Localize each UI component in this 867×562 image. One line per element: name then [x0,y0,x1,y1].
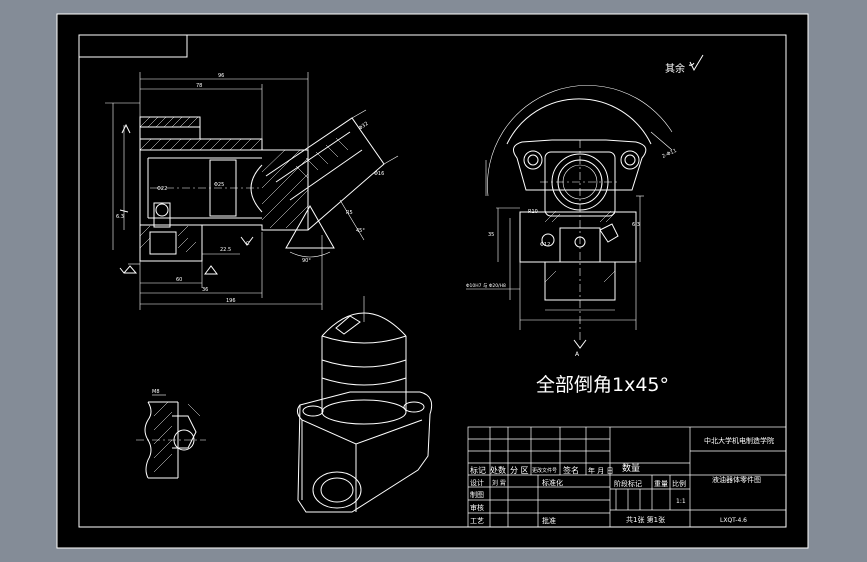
tb-drawing-no: LXQT-4.6 [720,517,747,524]
hole-note: Φ10H7 与 Φ20/H8 [466,282,506,289]
svg-text:45°: 45° [356,228,365,234]
dim-bottom-total: 196 [226,298,236,304]
svg-text:35: 35 [488,232,494,238]
tb-university: 中北大学机电制造学院 [704,436,774,445]
corner-label-box [78,34,188,58]
tb-part-name: 液油器体零件图 [712,475,761,484]
roughness-symbol-icon [688,54,704,72]
tb-scale-value: 1:1 [676,498,686,505]
svg-text:R5: R5 [346,210,353,216]
tb-design: 设计 [470,478,484,487]
tb-row-date: 年 月 日 [588,466,613,475]
tb-approve: 批准 [542,516,556,525]
dim-lower-a: 60 [176,277,182,283]
tb-sheet: 共1张 第1张 [626,515,665,524]
drawing-sheet [57,14,808,548]
svg-text:6.3: 6.3 [632,222,640,228]
dim-lower-b: 36 [202,287,208,293]
roughness-note: 其余 [665,54,704,75]
svg-text:Φ22: Φ22 [157,186,167,192]
hole-label: 2-Φ11 [661,148,677,160]
title-block: 标记 处数 分 区 更改文件号 签名 年 月 日 设计 刘 霄 标准化 制图 审… [467,426,787,528]
view-label-a: A [575,351,580,358]
dim-inner-width: 78 [196,83,202,89]
svg-text:Φ12: Φ12 [540,242,550,248]
svg-text:6.3: 6.3 [116,214,124,220]
svg-text:Φ16: Φ16 [374,171,384,177]
tb-stage-mark: 阶段标记 [614,479,642,488]
isometric-view [296,296,433,513]
right-top-view: 2-Φ11 [466,85,678,358]
tb-review: 审核 [470,503,484,512]
detail-marker-c: C [246,241,250,247]
dim-angle: 90° [302,258,311,264]
main-section-view: 96 78 [105,72,399,310]
tb-row-sign: 签名 [563,465,579,475]
side-detail-view: M8 [136,389,206,479]
tb-process: 工艺 [470,517,484,525]
chamfer-note: 全部倒角1x45° [536,374,669,396]
tb-row-zone: 分 区 [510,466,529,475]
svg-text:Φ25: Φ25 [214,182,224,188]
outer-frame [56,13,809,549]
tb-drafting: 制图 [470,490,484,499]
svg-text:Φ32: Φ32 [358,121,370,132]
side-view-label: M8 [152,389,160,395]
tb-scale: 比例 [672,479,686,488]
tb-row-count: 处数 [490,465,506,475]
tb-row-file: 更改文件号 [532,467,557,474]
dim-mid-label: 22.5 [220,247,231,253]
tb-weight: 重量 [654,480,668,488]
tb-quantity: 数量 [622,462,640,474]
radius-label: R10 [528,209,538,215]
dim-overall-width: 96 [218,73,224,79]
roughness-note-text: 其余 [665,62,685,75]
tb-designer: 刘 霄 [492,479,506,487]
tb-row-mark: 标记 [470,465,486,475]
inner-frame [78,34,787,528]
tb-standard: 标准化 [542,478,563,487]
